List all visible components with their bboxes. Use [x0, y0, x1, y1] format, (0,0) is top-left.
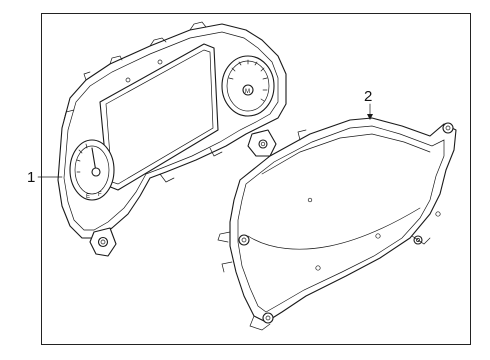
left-gauge-letter-e: E: [86, 194, 90, 200]
cluster-rear-housing: [217, 117, 457, 331]
cluster-inner-rim: [63, 31, 279, 231]
rear-housing-fasteners: [238, 122, 454, 324]
rear-housing-outline: [229, 117, 457, 323]
cluster-clip: [159, 147, 223, 183]
left-gauge-ring: [74, 145, 110, 195]
right-gauge-hub: [242, 84, 254, 96]
rear-housing-ridge: [261, 133, 431, 175]
instrument-cluster: M E F: [57, 21, 287, 257]
callout-2: 2: [364, 88, 373, 105]
cluster-right-bracket: [247, 129, 277, 157]
right-gauge: M: [221, 55, 275, 117]
left-gauge-hub: [91, 167, 101, 177]
left-gauge: E F: [69, 139, 115, 201]
cluster-top-tabs: [63, 21, 207, 121]
rear-housing-tabs: [217, 129, 431, 331]
cluster-bottom-bracket: [89, 227, 117, 257]
right-gauge-letter: M: [245, 89, 250, 95]
right-gauge-ticks: [228, 59, 268, 102]
callout-1: 1: [27, 169, 36, 186]
rear-housing-inner-lip: [237, 125, 445, 313]
left-gauge-ticks: [76, 143, 88, 173]
rear-housing-floor-curve: [247, 207, 421, 250]
leader-arrow-2: [367, 114, 373, 120]
left-gauge-letter-f: F: [98, 192, 102, 198]
